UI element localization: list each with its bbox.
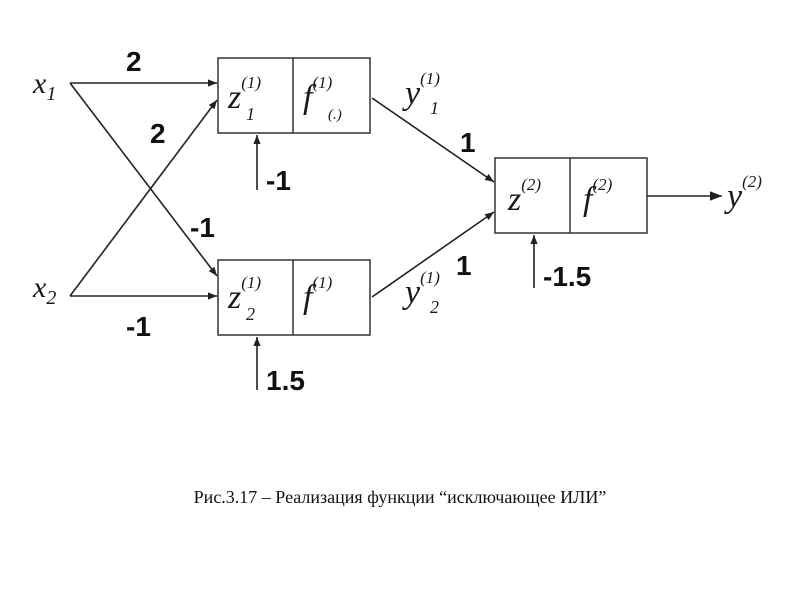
bias-n2: 1.5 xyxy=(266,365,305,396)
neuron-2: z(1)2 f(1) xyxy=(217,259,371,336)
input-x1-label: x1 xyxy=(32,67,56,105)
weight-x2-n1: 2 xyxy=(150,118,166,149)
neuron1-f-label: f(1)(.) xyxy=(303,73,342,123)
weight-y2-out: 1 xyxy=(456,250,472,281)
weight-x1-n2: -1 xyxy=(190,212,215,243)
neuron2-z-label: z(1)2 xyxy=(227,273,261,324)
edge-y1-to-output xyxy=(371,97,495,183)
weight-y1-out: 1 xyxy=(460,127,476,158)
weight-x2-n2: -1 xyxy=(126,311,151,342)
edge-x1-to-neuron2 xyxy=(69,82,218,277)
edge-x2-to-neuron1 xyxy=(69,99,218,297)
final-output-label: y(2) xyxy=(724,172,762,215)
neuron1-z-label: z(1)1 xyxy=(227,73,261,124)
edge-y2-to-output xyxy=(371,211,495,298)
neuron-output: z(2) f(2) xyxy=(494,157,648,234)
bias-out: -1.5 xyxy=(543,261,591,292)
figure-caption: Рис.3.17 – Реализация функции “исключающ… xyxy=(193,487,607,507)
bias-n1: -1 xyxy=(266,165,291,196)
weight-x1-n1: 2 xyxy=(126,46,142,77)
input-x2-label: x2 xyxy=(32,271,56,309)
output-z-label: z(2) xyxy=(507,175,541,218)
hidden-y2-label: y(1)2 xyxy=(402,268,440,317)
output-f-label: f(2) xyxy=(583,175,613,218)
hidden-y1-label: y(1)1 xyxy=(402,69,440,118)
neuron-1: z(1)1 f(1)(.) xyxy=(217,57,371,134)
neuron2-f-label: f(1) xyxy=(303,273,333,316)
